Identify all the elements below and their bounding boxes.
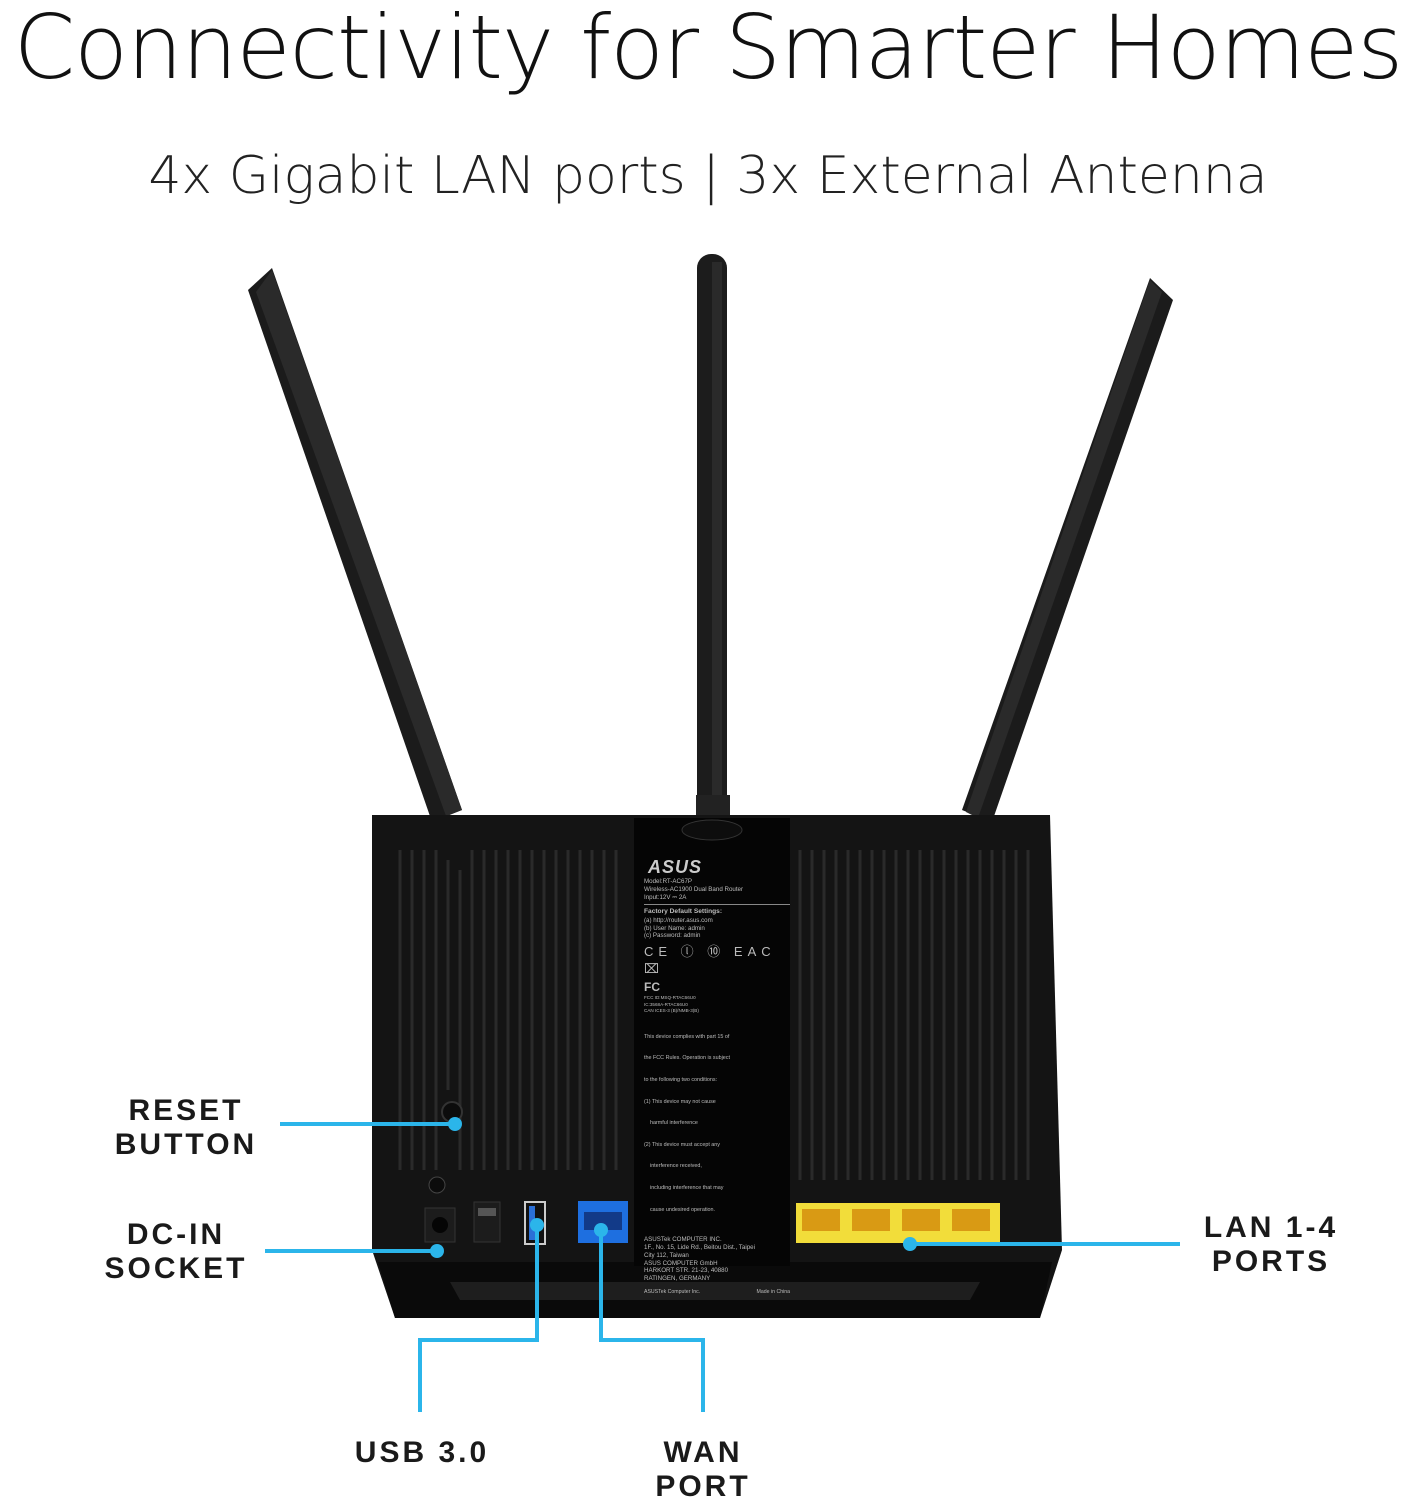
address-line: RATINGEN, GERMANY <box>644 1275 711 1283</box>
lan-callout-dot <box>903 1237 917 1251</box>
compliance-line: to the following two conditions: <box>644 1077 718 1084</box>
description-text: Wireless-AC1900 Dual Band Router <box>644 885 744 893</box>
label-line: PORTS <box>1211 1245 1331 1278</box>
lan-port-1 <box>802 1209 840 1231</box>
wan-callout-line <box>599 1230 705 1412</box>
label-line: WAN <box>663 1436 743 1469</box>
address-line: ASUS COMPUTER GmbH <box>644 1259 718 1267</box>
compliance-line: (1) This device may not cause <box>644 1098 716 1105</box>
compliance-line: including interference that may <box>644 1185 724 1192</box>
fcc-logo: FC <box>644 980 660 995</box>
footer-origin: Made in China <box>756 1289 790 1296</box>
compliance-line: (2) This device must accept any <box>644 1141 721 1148</box>
defaults-heading: Factory Default Settings: <box>644 908 723 916</box>
asus-logo: ASUS <box>648 857 703 877</box>
label-line: DC-IN <box>126 1218 226 1251</box>
footer-manufacturer: ASUSTek Computer Inc. <box>644 1289 701 1296</box>
dc-in-callout-dot <box>430 1244 444 1258</box>
lan-port-4 <box>952 1209 990 1231</box>
compliance-line: cause undesired operation. <box>644 1206 716 1213</box>
wan-port-label: WAN PORT <box>613 1436 793 1504</box>
regulatory-sticker: ASUS Model:RT-AC67P Wireless-AC1900 Dual… <box>644 856 790 1296</box>
compliance-line: interference received, <box>644 1163 702 1170</box>
default-password: (c) Password: admin <box>644 932 701 940</box>
address-line: HARKORT STR. 21-23, 40880 <box>644 1267 729 1275</box>
compliance-line: the FCC Rules. Operation is subject <box>644 1055 730 1062</box>
compliance-line: This device complies with part 15 of <box>644 1033 730 1040</box>
reset-button-label: RESET BUTTON <box>96 1094 276 1162</box>
ic-id: IC:3568A-RTAC66U0 <box>644 1001 688 1007</box>
input-text: Input:12V ⎓ 2A <box>644 893 687 901</box>
lan-port-3 <box>902 1209 940 1231</box>
page-subtitle: 4x Gigabit LAN ports | 3x External Anten… <box>148 146 1268 206</box>
ices-id: CAN ICES-3 (B)/NMB-3(B) <box>644 1008 699 1013</box>
reset-callout-dot <box>448 1117 462 1131</box>
callout-lines <box>265 1122 1180 1412</box>
compliance-line: harmful interference <box>644 1120 698 1127</box>
dc-in-socket-label: DC-IN SOCKET <box>86 1218 266 1286</box>
fcc-id: FCC ID:MSQ-RTAC66U0 <box>644 995 696 1001</box>
label-line: PORT <box>655 1470 751 1503</box>
usb-label: USB 3.0 <box>322 1436 522 1470</box>
address-line: 1F., No. 15, Lide Rd., Beitou Dist., Tai… <box>644 1244 755 1252</box>
model-text: Model:RT-AC67P <box>644 878 693 885</box>
label-panel <box>634 818 790 1266</box>
label-line: BUTTON <box>114 1128 258 1161</box>
lan-ports-label: LAN 1-4 PORTS <box>1176 1211 1366 1279</box>
default-url: (a) http://router.asus.com <box>644 916 713 924</box>
label-line: LAN 1-4 <box>1203 1211 1339 1244</box>
address-line: ASUSTek COMPUTER INC. <box>644 1236 722 1244</box>
certification-marks: CE ⓛ ⑩ EAC ⌧ <box>644 944 776 977</box>
label-line: SOCKET <box>104 1252 248 1285</box>
page-title: Connectivity for Smarter Homes <box>13 0 1404 99</box>
usb-callout-line <box>418 1225 539 1412</box>
default-username: (b) User Name: admin <box>644 924 705 932</box>
address-line: City 112, Taiwan <box>644 1251 689 1259</box>
label-line: RESET <box>128 1094 244 1127</box>
lan-port-2 <box>852 1209 890 1231</box>
usb-callout-dot <box>530 1218 544 1232</box>
wan-callout-dot <box>594 1223 608 1237</box>
label-line: USB 3.0 <box>354 1436 490 1469</box>
